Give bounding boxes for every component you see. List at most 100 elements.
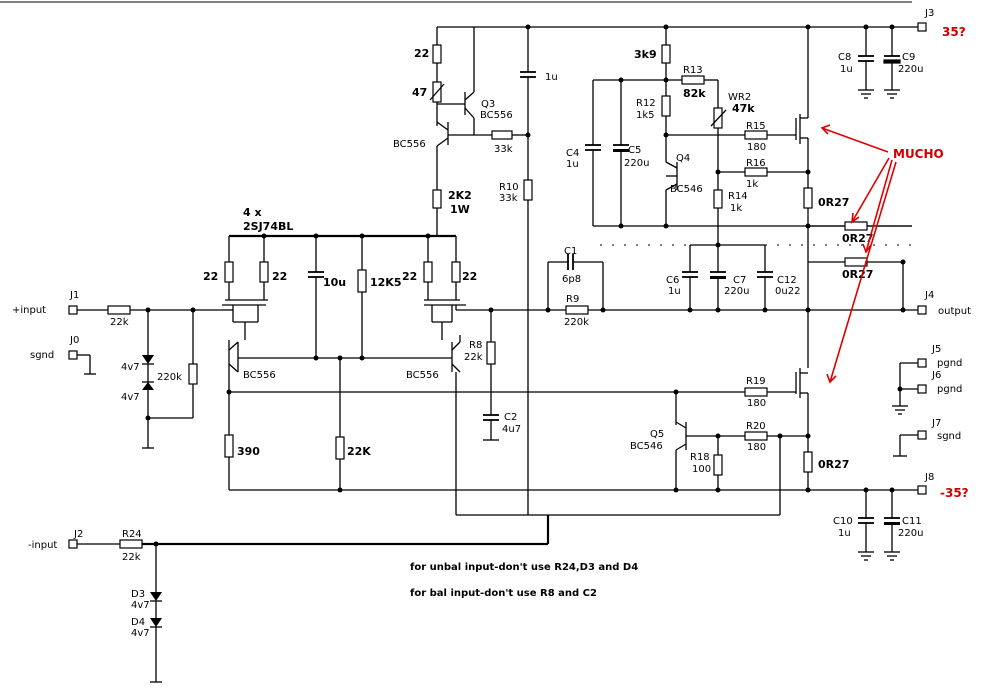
label-cap-1u-top: 1u xyxy=(545,72,558,83)
input-section xyxy=(68,305,222,449)
terminal-j1[interactable] xyxy=(68,305,78,315)
bias-section xyxy=(585,27,912,245)
value-d3: 4v7 xyxy=(131,600,150,611)
label-r-390: 390 xyxy=(237,445,260,458)
neg-input-section xyxy=(68,515,550,683)
label-c-10u: 10u xyxy=(323,276,346,289)
value-r19: 180 xyxy=(747,398,766,409)
label-sgnd2: sgnd xyxy=(937,431,961,442)
value-r10: 33k xyxy=(499,193,518,204)
terminal-j4[interactable] xyxy=(917,305,927,315)
label-r-3k9: 3k9 xyxy=(634,48,657,61)
label-j0: J0 xyxy=(69,335,79,346)
value-r20: 180 xyxy=(747,442,766,453)
label-r12: R12 xyxy=(636,98,656,109)
value-q4: BC546 xyxy=(670,184,703,195)
label-r9: R9 xyxy=(566,294,579,305)
r10-c-column xyxy=(520,27,536,515)
label-r-in-22k: 22k xyxy=(110,317,129,328)
label-r13: R13 xyxy=(683,65,703,76)
label-j8: J8 xyxy=(924,472,934,483)
value-r12: 1k5 xyxy=(636,110,655,121)
label-output: output xyxy=(938,306,971,317)
label-r24: R24 xyxy=(122,529,142,540)
label-j3: J3 xyxy=(924,8,934,19)
negative-rail xyxy=(858,485,927,561)
label-r-22-l2: 22 xyxy=(272,270,287,283)
label-j7: J7 xyxy=(931,418,941,429)
label-c6: C6 xyxy=(666,275,679,286)
label-r-47: 47 xyxy=(412,86,427,99)
value-r16: 1k xyxy=(746,179,758,190)
terminal-j2[interactable] xyxy=(68,539,78,549)
label-r19: R19 xyxy=(746,376,766,387)
value-r9: 220k xyxy=(564,317,589,328)
label-j1: J1 xyxy=(69,290,79,301)
label-r-33k: 33k xyxy=(494,144,513,155)
label-wr2: WR2 xyxy=(728,92,751,103)
value-c6: 1u xyxy=(668,286,681,297)
label-r-0r27-b: 0R27 xyxy=(842,232,873,245)
ground-terminals xyxy=(892,358,927,457)
label-c9: C9 xyxy=(902,52,915,63)
label-input-neg: -input xyxy=(28,540,57,551)
label-v-pos: 35? xyxy=(942,25,966,39)
label-jfet-count: 4 x xyxy=(243,206,262,219)
label-d-4v7-b: 4v7 xyxy=(121,392,140,403)
output-stage xyxy=(795,27,912,490)
value-q3: BC556 xyxy=(480,110,513,121)
terminal-j3[interactable] xyxy=(917,22,927,32)
label-q3: Q3 xyxy=(481,99,495,110)
note-bal-input: for bal input-don't use R8 and C2 xyxy=(410,588,597,599)
label-j2: J2 xyxy=(73,529,83,540)
value-c11: 220u xyxy=(898,528,923,539)
label-j5: J5 xyxy=(931,344,941,355)
terminal-j6[interactable] xyxy=(917,384,927,394)
output-line xyxy=(456,254,927,315)
current-source-q3 xyxy=(429,27,528,236)
jfet-input-stage xyxy=(222,233,466,358)
terminal-j8[interactable] xyxy=(917,485,927,495)
terminal-j5[interactable] xyxy=(917,358,927,368)
value-d4: 4v7 xyxy=(131,628,150,639)
label-bc556-c: BC556 xyxy=(406,370,439,381)
label-r15: R15 xyxy=(746,121,766,132)
value-q5: BC546 xyxy=(630,441,663,452)
terminal-j0[interactable] xyxy=(68,350,78,360)
label-r18: R18 xyxy=(690,452,710,463)
label-pgnd1: pgnd xyxy=(937,358,962,369)
label-r-2k2: 2K2 xyxy=(448,189,472,202)
label-c1: C1 xyxy=(564,246,577,257)
label-q4: Q4 xyxy=(676,153,690,164)
label-r-12k5: 12K5 xyxy=(370,276,402,289)
positive-rail xyxy=(437,22,927,32)
value-c1: 6p8 xyxy=(562,274,581,285)
label-r-22-l1: 22 xyxy=(203,270,218,283)
cascode-row xyxy=(224,335,922,515)
label-d-4v7-a: 4v7 xyxy=(121,362,140,373)
note-unbal-input: for unbal input-don't use R24,D3 and D4 xyxy=(410,562,638,573)
label-c10: C10 xyxy=(833,516,853,527)
label-r-0r27-d: 0R27 xyxy=(818,458,849,471)
value-c12: 0u22 xyxy=(775,286,800,297)
label-r-22-top: 22 xyxy=(414,47,429,60)
label-j4: J4 xyxy=(924,290,934,301)
label-r10: R10 xyxy=(499,182,519,193)
label-d4: D4 xyxy=(131,617,145,628)
value-c2: 4u7 xyxy=(502,424,521,435)
label-bc556-a: BC556 xyxy=(393,139,426,150)
value-r13: 82k xyxy=(683,87,706,100)
label-input-pos: +input xyxy=(12,305,46,316)
terminal-j7[interactable] xyxy=(917,430,927,440)
label-q5: Q5 xyxy=(650,429,664,440)
label-r20: R20 xyxy=(746,421,766,432)
label-r16: R16 xyxy=(746,158,766,169)
label-c5: C5 xyxy=(628,145,641,156)
label-r-0r27-a: 0R27 xyxy=(818,196,849,209)
caps-c6-c7-c12 xyxy=(682,242,773,310)
label-c8: C8 xyxy=(838,52,851,63)
caps-c8-c9 xyxy=(858,27,901,99)
label-r8: R8 xyxy=(469,340,482,351)
value-c9: 220u xyxy=(898,64,923,75)
